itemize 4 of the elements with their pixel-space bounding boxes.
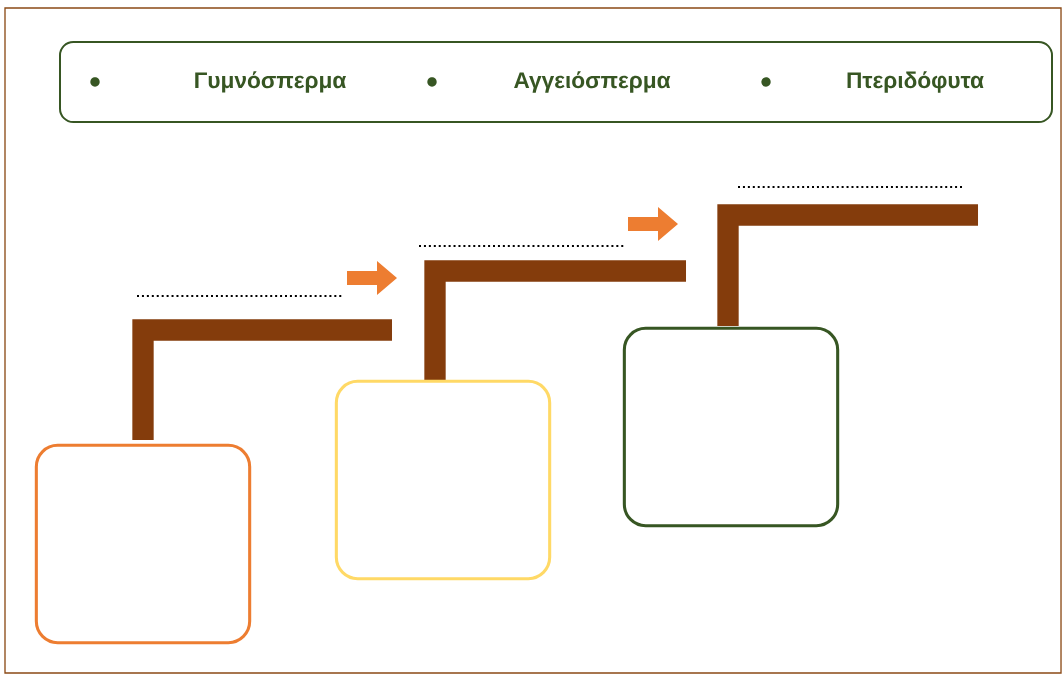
header-box: Γυμνόσπερμα Αγγειόσπερμα Πτεριδόφυτα: [59, 41, 1053, 123]
empty-box: [34, 443, 252, 645]
empty-box: [622, 326, 840, 528]
empty-box: [334, 379, 552, 581]
